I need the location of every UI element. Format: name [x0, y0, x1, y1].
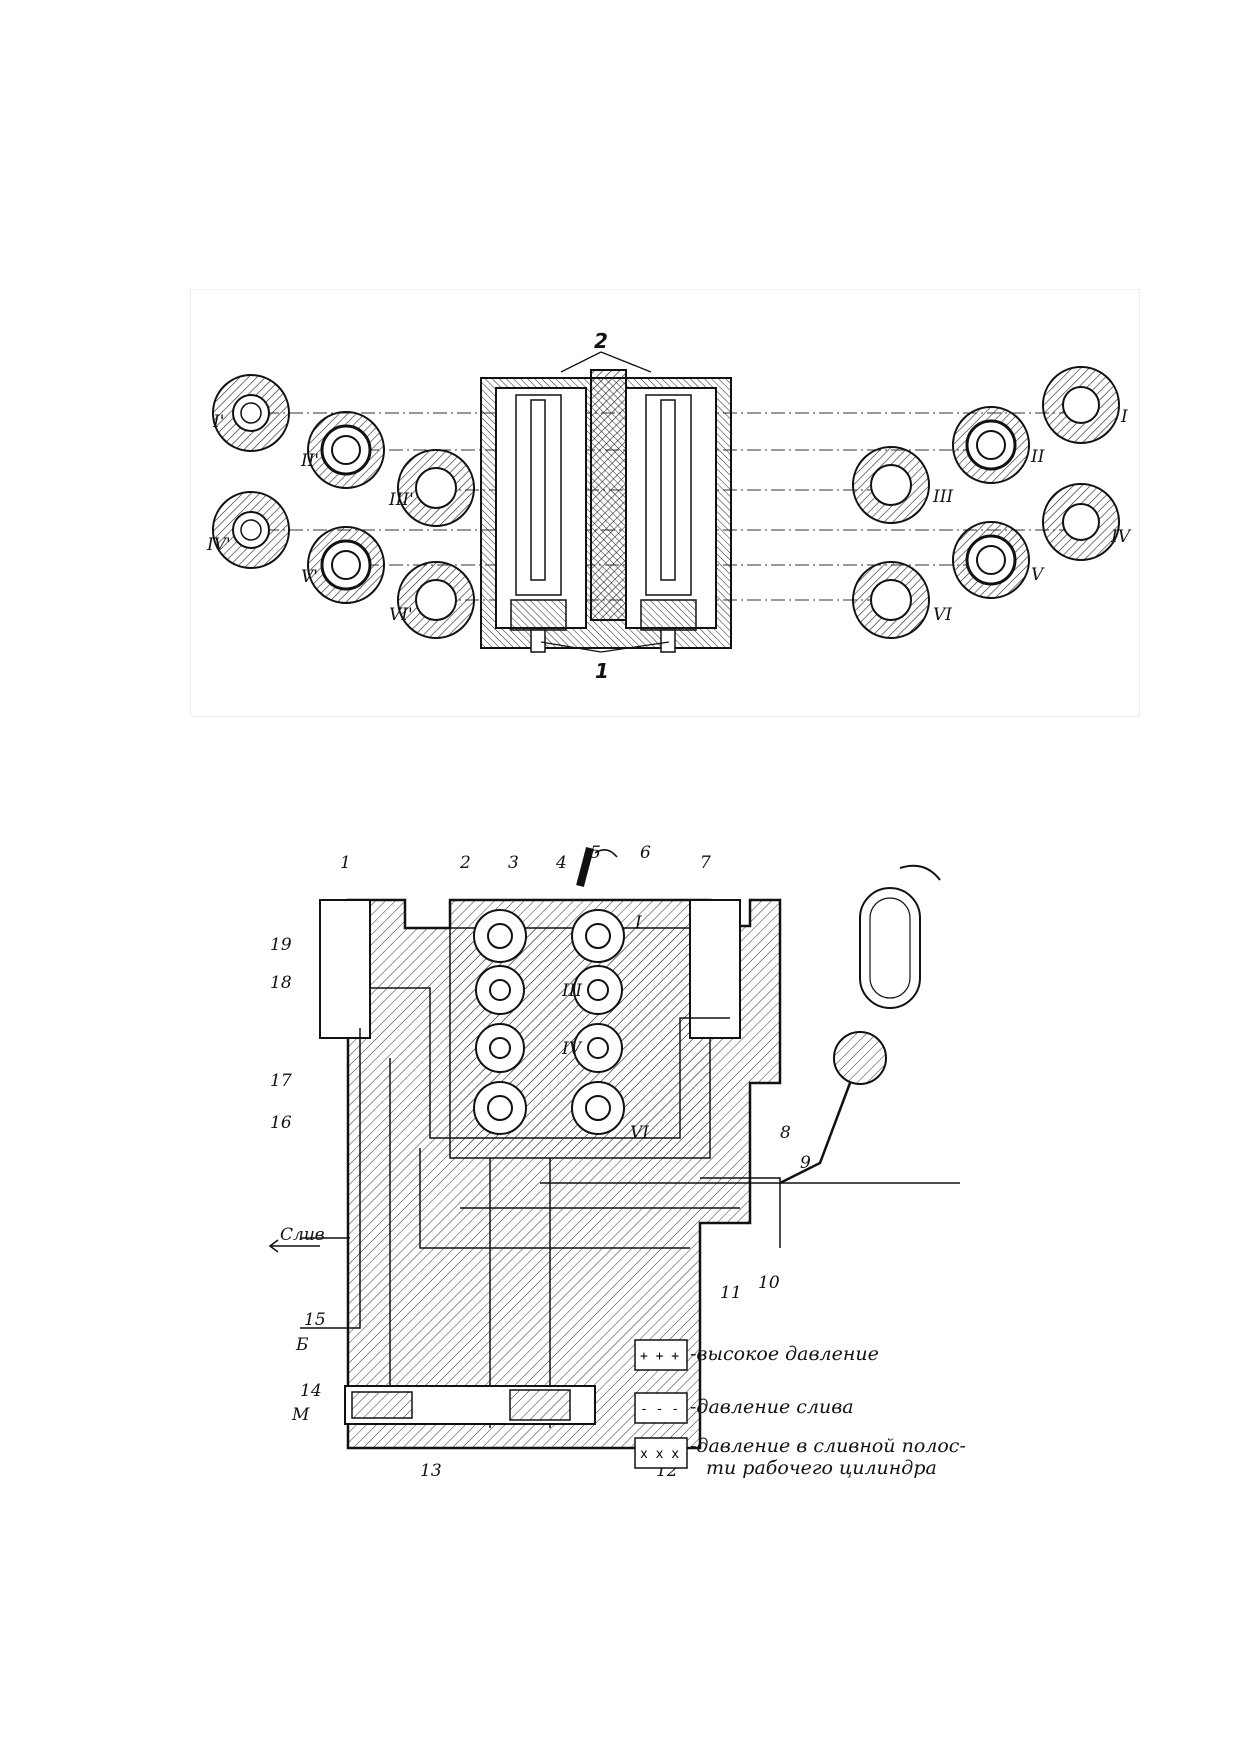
sleeve	[573, 1023, 623, 1073]
callout-15: 15	[304, 1310, 326, 1330]
rotary-sleeves	[473, 909, 625, 1135]
port-m-label: М	[291, 1405, 310, 1425]
label-I: I	[1120, 407, 1128, 427]
sections-left	[212, 374, 475, 639]
legend-text-cylinder-2: ти рабочего цилиндра	[706, 1457, 937, 1479]
port-drain-label: Слив	[280, 1225, 325, 1245]
legend-swatch-high	[634, 1339, 688, 1371]
callout-1: 1	[340, 853, 351, 873]
label-VI: VI	[933, 605, 952, 625]
label-VI: VI	[630, 1123, 649, 1143]
legend: + + + -высокое давление - - - -давление …	[634, 1339, 966, 1479]
spool-valve-diagram: 2 1 I' II' III' IV' V' VI' I II III IV V…	[190, 289, 1140, 717]
section-ring	[852, 446, 930, 524]
section-ring	[952, 521, 1030, 599]
callout-14: 14	[300, 1381, 322, 1401]
drain-arrow	[268, 1239, 320, 1253]
label-IV: IV	[561, 1039, 583, 1059]
label-I-prime: I'	[212, 412, 224, 432]
legend-swatch-drain	[634, 1392, 688, 1424]
spool-valve-drawing: 2 1 I' II' III' IV' V' VI' I II III IV V…	[206, 329, 1132, 683]
spring	[351, 1391, 413, 1419]
callout-4: 4	[555, 853, 567, 873]
legend-swatch-cylinder	[634, 1437, 688, 1469]
section-ring	[212, 491, 290, 569]
legend-text-cylinder: -давление в сливной полос-	[690, 1435, 966, 1457]
callout-19: 19	[270, 935, 292, 955]
callout-16: 16	[270, 1113, 292, 1133]
callout-leaders	[540, 351, 670, 653]
right-cylinder	[689, 899, 741, 1039]
legend-symbol-drain: - - -	[640, 1402, 679, 1417]
sleeve	[475, 965, 525, 1015]
callout-18: 18	[270, 973, 292, 993]
valve-body	[480, 369, 732, 653]
label-II: II	[1030, 447, 1045, 467]
hydraulic-distributor-diagram: 1 2 3 4 5 6 7 8 9 10 11 12 13 14 15 16 1…	[260, 828, 1080, 1533]
callout-3: 3	[508, 853, 519, 873]
label-I: I	[634, 913, 642, 933]
label-VI-prime: VI'	[389, 605, 413, 625]
section-ring	[307, 411, 385, 489]
section-ring	[852, 561, 930, 639]
callout-2: 2	[594, 329, 608, 353]
callout-6: 6	[640, 843, 651, 863]
rotation-arrow	[594, 849, 618, 858]
sleeve	[475, 1023, 525, 1073]
label-III: III	[561, 981, 582, 1001]
hydraulic-drawing: 1 2 3 4 5 6 7 8 9 10 11 12 13 14 15 16 1…	[268, 843, 966, 1481]
legend-symbol-cylinder: x x x	[640, 1447, 679, 1462]
port-b-label: Б	[295, 1335, 309, 1355]
section-ring	[952, 406, 1030, 484]
label-III: III	[932, 487, 953, 507]
callout-2: 2	[459, 853, 471, 873]
callout-7: 7	[700, 853, 711, 873]
callout-13: 13	[420, 1461, 442, 1481]
callout-5: 5	[590, 843, 601, 863]
sleeve	[473, 1081, 527, 1135]
legend-symbol-high: + + +	[640, 1349, 679, 1364]
section-ring	[212, 374, 290, 452]
section-ring	[1042, 366, 1120, 444]
label-II-prime: II'	[300, 451, 319, 471]
sleeve	[573, 965, 623, 1015]
section-ring	[397, 561, 475, 639]
label-V-prime: V'	[301, 567, 318, 587]
left-cylinder	[319, 899, 371, 1039]
label-V: V	[1031, 565, 1045, 585]
callout-8: 8	[780, 1123, 791, 1143]
label-III-prime: III'	[388, 490, 414, 510]
sleeve	[571, 1081, 625, 1135]
piston	[509, 1389, 571, 1421]
sections-right	[852, 366, 1120, 639]
section-ring	[1042, 483, 1120, 561]
callout-1: 1	[595, 659, 609, 683]
control-lever	[779, 864, 941, 1185]
section-ring	[397, 449, 475, 527]
section-ring	[307, 526, 385, 604]
sleeve	[473, 909, 527, 963]
handle-5	[576, 846, 594, 888]
callout-9: 9	[800, 1153, 811, 1173]
legend-text-high: -высокое давление	[690, 1343, 879, 1365]
legend-text-drain: -давление слива	[690, 1396, 854, 1418]
callout-11: 11	[720, 1283, 742, 1303]
callout-10: 10	[758, 1273, 780, 1293]
label-IV: IV	[1110, 527, 1132, 547]
callout-17: 17	[270, 1071, 292, 1091]
label-IV-prime: IV'	[206, 535, 231, 555]
sleeve	[571, 909, 625, 963]
